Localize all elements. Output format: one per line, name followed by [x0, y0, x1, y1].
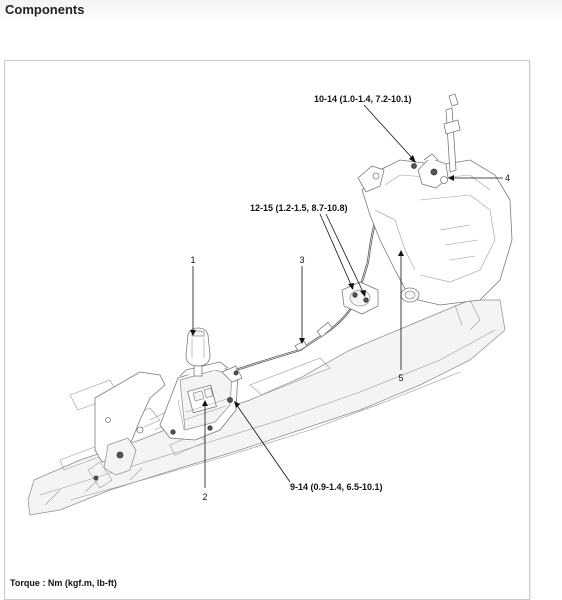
- console-bracket: [87, 371, 176, 489]
- dipstick: [443, 93, 461, 173]
- section-heading: Components: [5, 2, 85, 17]
- callout-1: 1: [190, 255, 195, 265]
- callout-5: 5: [398, 373, 403, 383]
- callout-3: 3: [299, 255, 304, 265]
- torque-spec-lever-base: 9-14 (0.9-1.4, 6.5-10.1): [290, 482, 383, 492]
- cable-bracket-grommet: [341, 281, 379, 315]
- header-bar: [0, 0, 562, 26]
- transaxle: [357, 159, 513, 331]
- leader-lines: [190, 104, 503, 488]
- transaxle-shift-lever: [411, 153, 449, 189]
- callout-2: 2: [202, 492, 207, 502]
- shift-knob: [185, 327, 211, 377]
- callout-4: 4: [505, 173, 510, 183]
- torque-spec-cable-clip: 12-15 (1.2-1.5, 8.7-10.8): [250, 203, 348, 213]
- torque-unit-note: Torque : Nm (kgf.m, lb-ft): [10, 578, 117, 588]
- torque-spec-cable-bracket: 10-14 (1.0-1.4, 7.2-10.1): [314, 94, 412, 104]
